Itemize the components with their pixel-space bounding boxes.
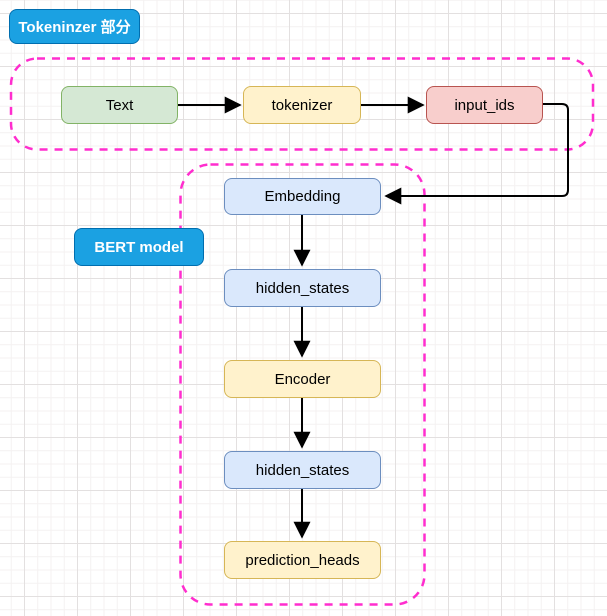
node-hidden-states-1: hidden_states: [224, 269, 381, 307]
node-embedding: Embedding: [224, 178, 381, 215]
label-tokenizer-section: Tokeninzer 部分: [9, 9, 140, 44]
node-text: Text: [61, 86, 178, 124]
node-input-ids: input_ids: [426, 86, 543, 124]
node-tokenizer: tokenizer: [243, 86, 361, 124]
node-encoder: Encoder: [224, 360, 381, 398]
node-hidden-states-2: hidden_states: [224, 451, 381, 489]
label-bert-model: BERT model: [74, 228, 204, 266]
node-prediction-heads: prediction_heads: [224, 541, 381, 579]
